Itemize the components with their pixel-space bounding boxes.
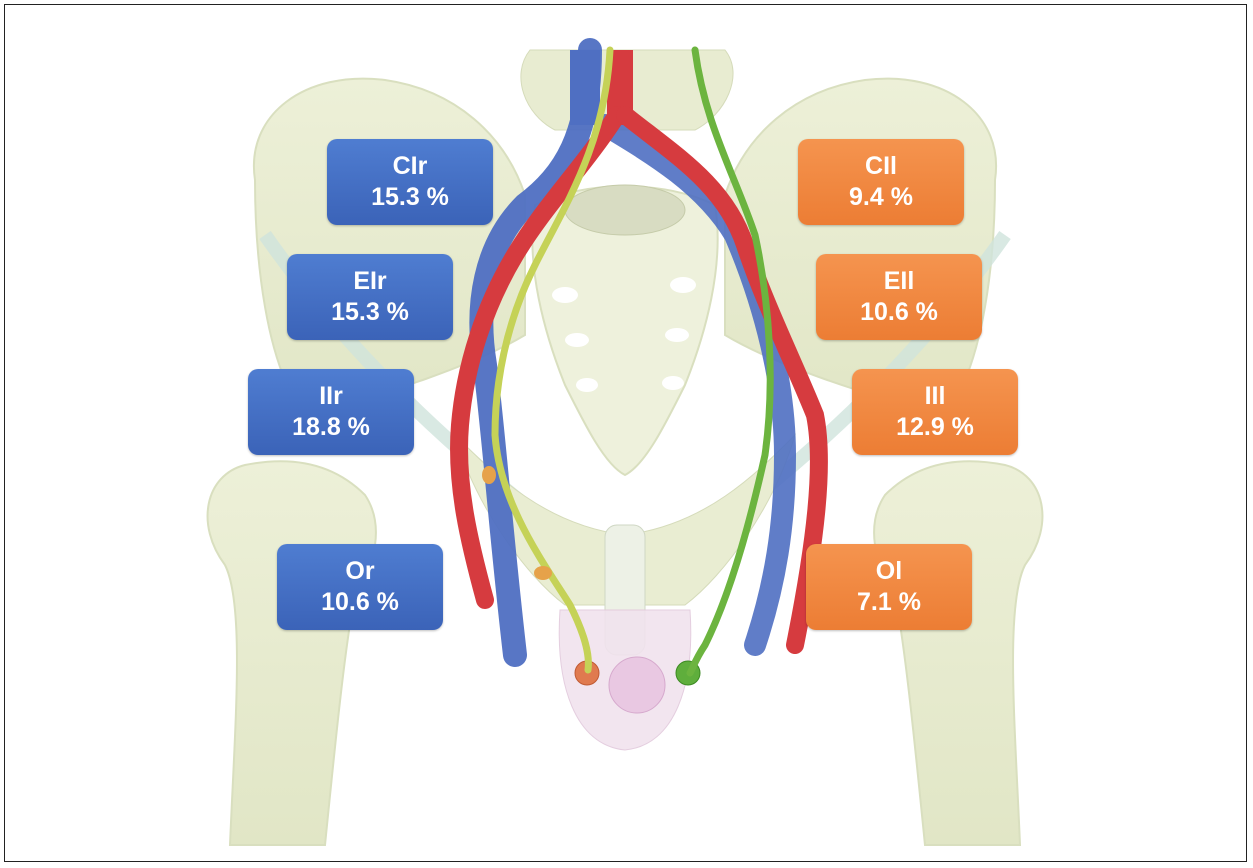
label-code: Or <box>277 556 443 587</box>
left-femur <box>874 461 1042 845</box>
label-code: CIl <box>798 151 964 182</box>
figure-frame: CIr 15.3 % EIr 15.3 % IIr 18.8 % Or 10.6… <box>4 4 1247 862</box>
label-percent: 10.6 % <box>816 297 982 328</box>
pelvis-illustration <box>5 5 1247 862</box>
label-percent: 12.9 % <box>852 412 1018 443</box>
label-code: EIl <box>816 266 982 297</box>
label-percent: 9.4 % <box>798 182 964 213</box>
label-percent: 15.3 % <box>287 297 453 328</box>
label-common-iliac-right: CIr 15.3 % <box>327 139 493 225</box>
label-common-iliac-left: CIl 9.4 % <box>798 139 964 225</box>
label-code: CIr <box>327 151 493 182</box>
label-percent: 7.1 % <box>806 587 972 618</box>
label-external-iliac-right: EIr 15.3 % <box>287 254 453 340</box>
label-code: Ol <box>806 556 972 587</box>
label-percent: 18.8 % <box>248 412 414 443</box>
label-obturator-left: Ol 7.1 % <box>806 544 972 630</box>
testis <box>609 657 665 713</box>
label-obturator-right: Or 10.6 % <box>277 544 443 630</box>
label-external-iliac-left: EIl 10.6 % <box>816 254 982 340</box>
label-code: EIr <box>287 266 453 297</box>
right-femur <box>208 461 376 845</box>
label-code: IIl <box>852 381 1018 412</box>
vertebral-disc <box>565 185 685 235</box>
label-percent: 15.3 % <box>327 182 493 213</box>
label-percent: 10.6 % <box>277 587 443 618</box>
label-internal-iliac-right: IIr 18.8 % <box>248 369 414 455</box>
label-internal-iliac-left: IIl 12.9 % <box>852 369 1018 455</box>
label-code: IIr <box>248 381 414 412</box>
